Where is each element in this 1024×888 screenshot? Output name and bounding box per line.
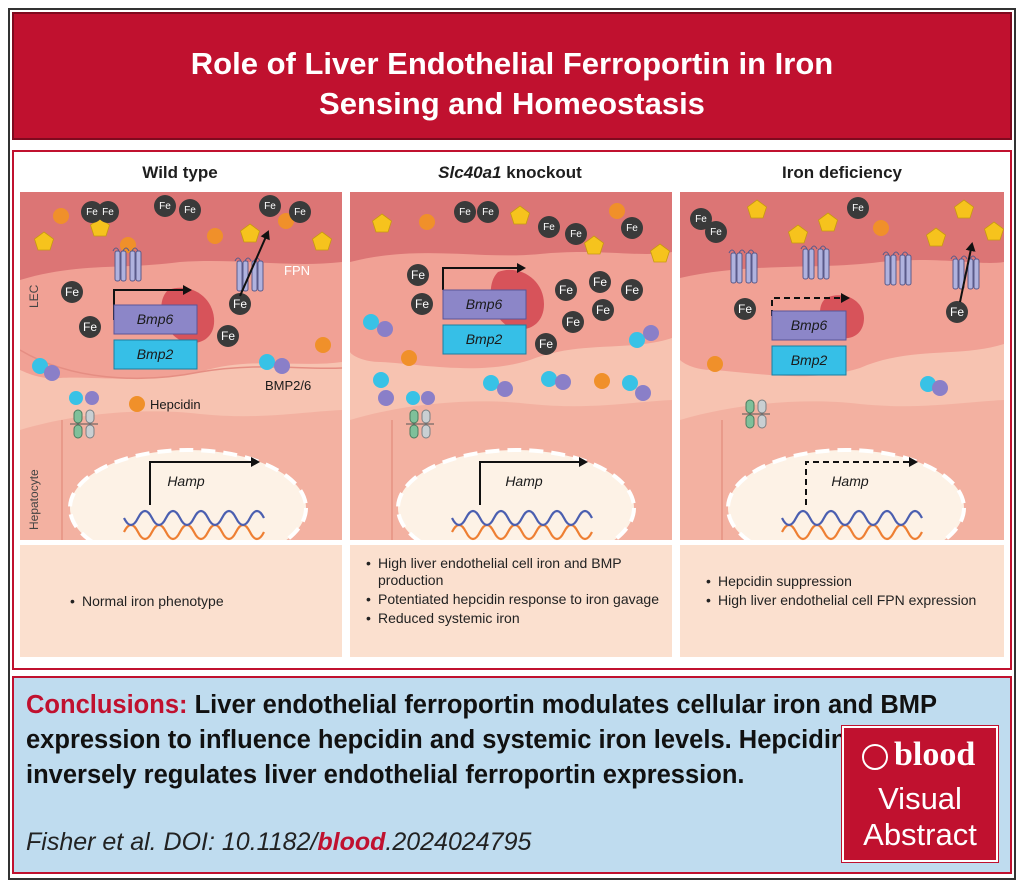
summary-wild-type: Normal iron phenotype [20, 545, 342, 657]
badge-line-abstract: Abstract [863, 817, 977, 852]
panel-iron-deficiency [680, 192, 1004, 540]
summary-iron-deficiency: Hepcidin suppression High liver endothel… [680, 545, 1004, 657]
fe-label: Fe [695, 214, 707, 225]
bullet-item: High liver endothelial cell iron and BMP… [366, 555, 662, 589]
fe-label: Fe [264, 201, 276, 212]
fe-label: Fe [950, 305, 964, 319]
fe-label: Fe [159, 201, 171, 212]
bullet-item: Normal iron phenotype [70, 593, 330, 610]
fe-label: Fe [559, 283, 573, 297]
citation-journal: blood [317, 828, 386, 856]
fe-label: Fe [411, 268, 425, 282]
fe-label: Fe [738, 302, 752, 316]
fe-labels: Fe Fe Fe Fe Fe Fe Fe Fe Fe Fe Fe Fe Fe F… [65, 201, 964, 351]
fe-label: Fe [294, 207, 306, 218]
conclusion-text: Conclusions: Liver endothelial ferroport… [26, 688, 956, 793]
fe-label: Fe [65, 285, 79, 299]
blood-logo: blood [862, 736, 992, 778]
legend-bmp: BMP2/6 [265, 378, 311, 393]
fe-label: Fe [852, 203, 864, 214]
badge-line-visual: Visual [878, 781, 962, 816]
fe-label: Fe [566, 315, 580, 329]
bmp6-label: Bmp6 [137, 311, 174, 327]
conclusion-lead: Conclusions: [26, 691, 188, 719]
hamp-label: Hamp [167, 473, 205, 489]
visual-abstract-badge: blood Visual Abstract [841, 725, 999, 863]
panel-title-iron-deficiency: Iron deficiency [680, 163, 1004, 187]
bullet-list: Normal iron phenotype [70, 593, 330, 612]
panel-wild-type-molecules [32, 195, 332, 505]
fe-label: Fe [593, 275, 607, 289]
fe-label: Fe [710, 227, 722, 238]
gene-labels: Bmp6 Bmp2 Bmp6 Bmp2 Bmp6 Bmp2 Hamp Hamp … [137, 296, 869, 489]
fe-label: Fe [596, 303, 610, 317]
fe-label: Fe [459, 207, 471, 218]
panel-title-text: Wild type [142, 163, 218, 182]
citation-suffix: .2024024795 [385, 828, 532, 856]
fe-label: Fe [482, 207, 494, 218]
panel-iron-deficiency-molecules [690, 197, 1004, 505]
fe-label: Fe [102, 207, 114, 218]
bmp6-label: Bmp6 [466, 296, 503, 312]
fe-label: Fe [543, 222, 555, 233]
bmp2-label: Bmp2 [137, 346, 174, 362]
fe-label: Fe [625, 283, 639, 297]
summary-knockout: High liver endothelial cell iron and BMP… [350, 545, 672, 657]
blood-logo-text: blood [894, 736, 976, 773]
bmp2-label: Bmp2 [791, 352, 828, 368]
bullet-item: Potentiated hepcidin response to iron ga… [366, 591, 662, 608]
panel-title-italic: Slc40a1 [438, 163, 502, 182]
panel-knockout-molecules [363, 201, 670, 505]
fe-label: Fe [626, 223, 638, 234]
bmp2-label: Bmp2 [466, 331, 503, 347]
panel-title-text: knockout [501, 163, 582, 182]
bullet-item: Reduced systemic iron [366, 610, 662, 627]
fe-label: Fe [233, 297, 247, 311]
bmp6-label: Bmp6 [791, 317, 828, 333]
panel-title-text: Iron deficiency [782, 163, 902, 182]
hamp-label: Hamp [505, 473, 543, 489]
outer-frame [8, 8, 1016, 880]
fe-label: Fe [415, 297, 429, 311]
fe-label: Fe [83, 320, 97, 334]
lec-label: LEC [27, 284, 41, 308]
conclusion-body: Liver endothelial ferroportin modulates … [26, 691, 937, 789]
bullet-list: Hepcidin suppression High liver endothel… [706, 573, 986, 611]
fe-label: Fe [539, 337, 553, 351]
title-banner: Role of Liver Endothelial Ferroportin in… [12, 12, 1012, 140]
fe-label: Fe [86, 207, 98, 218]
dna-helix-icons [123, 509, 923, 541]
fpn-label: FPN [284, 263, 310, 278]
citation-prefix: Fisher et al. DOI: 10.1182/ [26, 828, 318, 856]
panel-title-knockout: Slc40a1 knockout [348, 163, 672, 187]
fe-label: Fe [221, 329, 235, 343]
blood-seal-icon [862, 744, 888, 770]
bullet-list: High liver endothelial cell iron and BMP… [366, 555, 662, 629]
page-title: Role of Liver Endothelial Ferroportin in… [190, 46, 834, 121]
annotation-labels: FPN Hepcidin BMP2/6 LEC Hepatocyte [27, 263, 311, 530]
hepatocyte-label: Hepatocyte [27, 469, 41, 530]
legend-hepcidin: Hepcidin [150, 397, 201, 412]
fe-label: Fe [184, 205, 196, 216]
fe-label: Fe [570, 229, 582, 240]
bullet-item: High liver endothelial cell FPN expressi… [706, 592, 986, 609]
panel-title-wild-type: Wild type [20, 163, 340, 187]
bullet-item: Hepcidin suppression [706, 573, 986, 590]
hamp-label: Hamp [831, 473, 869, 489]
citation: Fisher et al. DOI: 10.1182/blood.2024024… [26, 828, 531, 857]
